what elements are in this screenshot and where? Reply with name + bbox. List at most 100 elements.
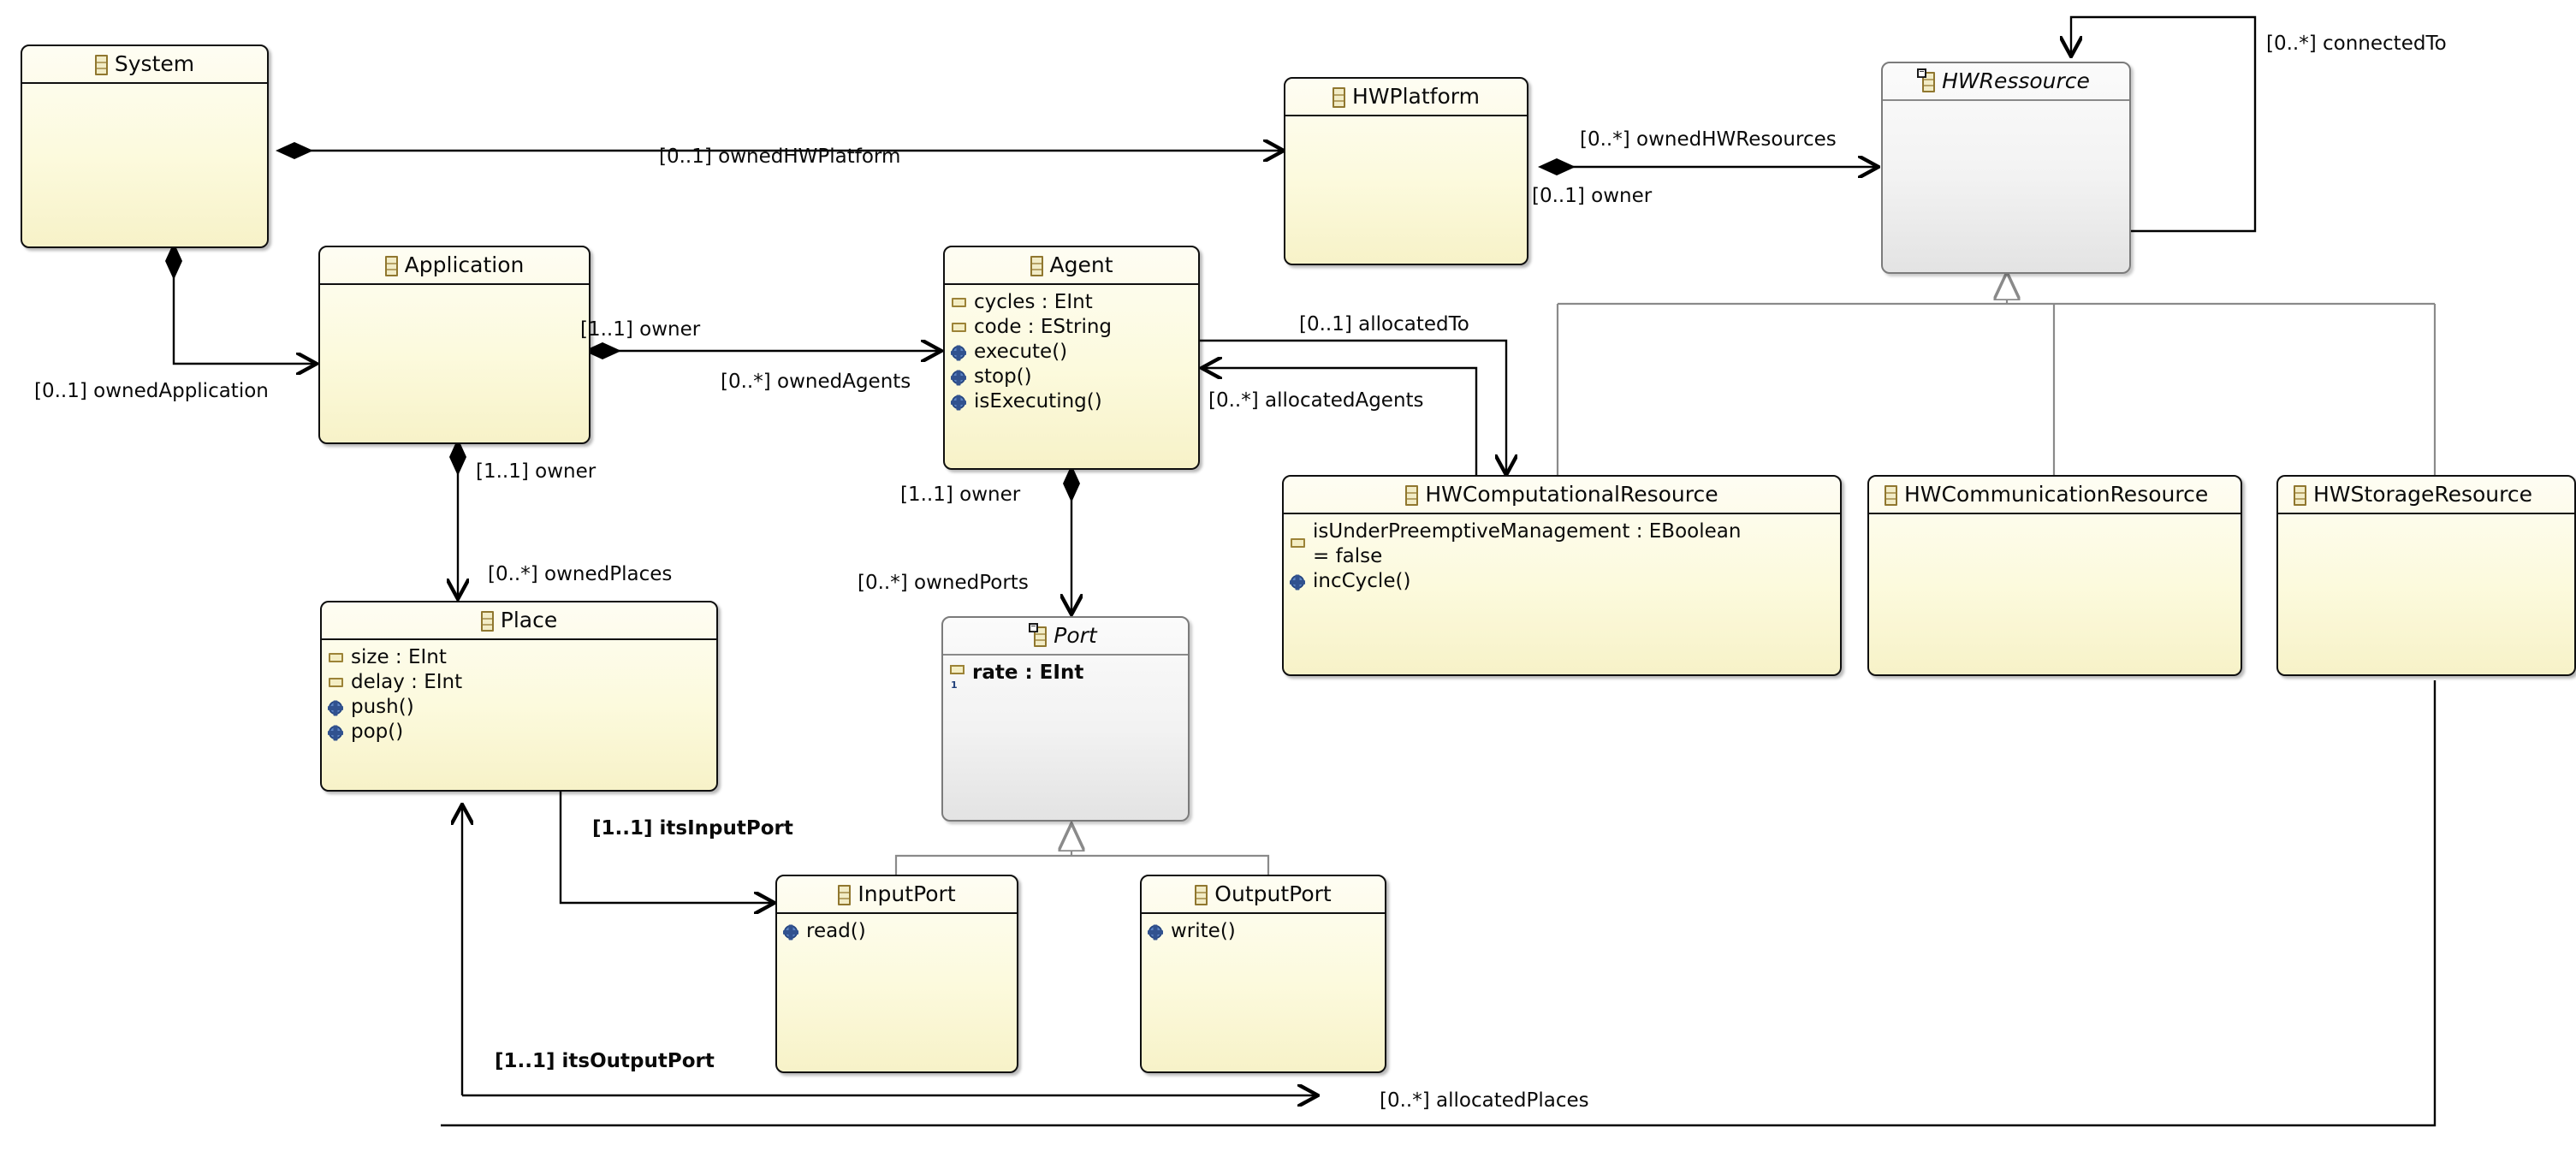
edge-label-owned-hw-platform: [0..1] ownedHWPlatform xyxy=(659,145,901,168)
edge-label-allocated-agents: [0..*] allocatedAgents xyxy=(1208,389,1424,412)
operation-icon xyxy=(1148,925,1163,939)
attribute-row: code : EString xyxy=(945,315,1198,340)
edge-gen-hwressource-subclasses xyxy=(1556,272,2437,475)
abstract-marker-icon xyxy=(1029,623,1039,632)
edge-label-its-input-port: [1..1] itsInputPort xyxy=(592,817,793,840)
class-icon xyxy=(384,256,398,276)
edge-label-owned-places: [0..*] ownedPlaces xyxy=(488,563,673,585)
class-icon xyxy=(1917,68,1936,92)
edge-owned-hw-resources xyxy=(1538,158,1879,175)
class-title-system: System xyxy=(22,46,267,84)
operation-row: execute() xyxy=(945,340,1198,365)
operation-icon xyxy=(1290,575,1305,589)
class-body-hwplatform xyxy=(1285,116,1527,122)
class-body-system xyxy=(22,84,267,89)
class-icon xyxy=(94,55,108,75)
class-box-application[interactable]: Application xyxy=(318,246,591,444)
class-body-hwstorageresource xyxy=(2278,514,2574,519)
class-box-hwstorageresource[interactable]: HWStorageResource xyxy=(2276,475,2576,676)
attribute-icon xyxy=(329,678,343,687)
edge-gen-port-subclasses xyxy=(894,823,1270,875)
class-body-port: 1 rate : EInt xyxy=(943,656,1188,691)
operation-icon xyxy=(951,346,966,359)
attribute-row: isUnderPreemptiveManagement : EBoolean =… xyxy=(1284,519,1840,569)
class-box-agent[interactable]: Agent cycles : EInt code : EString execu… xyxy=(943,246,1200,470)
edge-label-owned-hw-resources: [0..*] ownedHWResources xyxy=(1580,128,1837,151)
edge-label-connected-to: [0..*] connectedTo xyxy=(2266,33,2447,55)
operation-icon xyxy=(951,395,966,409)
class-icon xyxy=(838,885,852,905)
class-box-hwressource[interactable]: HWRessource xyxy=(1881,62,2131,274)
attribute-icon: 1 xyxy=(950,665,966,691)
edge-label-owner-app-agent: [1..1] owner xyxy=(580,318,701,341)
edge-label-owner-app-place: [1..1] owner xyxy=(476,460,597,483)
class-body-hwressource xyxy=(1883,101,2129,106)
operation-icon xyxy=(328,701,343,715)
operation-row: incCycle() xyxy=(1284,569,1840,594)
class-body-application xyxy=(320,285,589,290)
class-title-hwplatform: HWPlatform xyxy=(1285,79,1527,116)
class-body-inputport: read() xyxy=(777,914,1017,944)
edge-label-clip-allocated-to: [0..1] allocatedTo xyxy=(1299,313,1523,342)
class-icon xyxy=(1029,623,1048,647)
class-body-hwcommunicationresource xyxy=(1869,514,2241,519)
operation-row: push() xyxy=(322,695,716,720)
class-box-place[interactable]: Place size : EInt delay : EInt push() po… xyxy=(320,601,718,792)
class-body-hwcomputationalresource: isUnderPreemptiveManagement : EBoolean =… xyxy=(1284,514,1840,594)
edge-owned-agents xyxy=(584,342,941,359)
edge-label-owned-ports: [0..*] ownedPorts xyxy=(858,572,1029,594)
edge-its-input-port xyxy=(559,792,775,903)
attribute-row: size : EInt xyxy=(322,645,716,670)
class-box-hwcomputationalresource[interactable]: HWComputationalResource isUnderPreemptiv… xyxy=(1282,475,1842,676)
edge-allocated-agents xyxy=(1202,368,1478,475)
class-box-outputport[interactable]: OutputPort write() xyxy=(1140,875,1386,1073)
class-title-hwcomputationalresource: HWComputationalResource xyxy=(1284,477,1840,514)
operation-icon xyxy=(951,371,966,384)
class-body-outputport: write() xyxy=(1142,914,1385,944)
class-body-place: size : EInt delay : EInt push() pop() xyxy=(322,640,716,745)
class-title-agent: Agent xyxy=(945,247,1198,285)
class-icon xyxy=(1030,256,1043,276)
attribute-row: 1 rate : EInt xyxy=(950,662,1084,691)
class-box-system[interactable]: System xyxy=(21,45,269,248)
class-icon xyxy=(1405,485,1419,506)
edge-label-owned-agents: [0..*] ownedAgents xyxy=(721,371,911,393)
class-icon xyxy=(1195,885,1208,905)
attribute-icon xyxy=(329,653,343,662)
class-title-hwstorageresource: HWStorageResource xyxy=(2278,477,2574,514)
edge-owned-places xyxy=(449,438,466,599)
edge-owned-application xyxy=(165,242,317,364)
class-box-hwcommunicationresource[interactable]: HWCommunicationResource xyxy=(1867,475,2242,676)
operation-row: read() xyxy=(777,919,1017,944)
attribute-icon xyxy=(1291,538,1305,548)
class-icon xyxy=(1333,87,1346,108)
class-title-place: Place xyxy=(322,602,716,640)
operation-icon xyxy=(783,925,798,939)
attribute-row: cycles : EInt xyxy=(945,290,1198,315)
class-title-inputport: InputPort xyxy=(777,876,1017,914)
edge-label-owner-agent-port: [1..1] owner xyxy=(900,484,1021,506)
operation-row: pop() xyxy=(322,720,716,745)
operation-row: write() xyxy=(1142,919,1385,944)
attribute-icon xyxy=(952,298,966,307)
class-box-inputport[interactable]: InputPort read() xyxy=(775,875,1018,1073)
edge-label-allocated-to: [0..1] allocatedTo xyxy=(1299,313,1469,335)
edge-label-clip-allocated-agents: [0..*] allocatedAgents xyxy=(1208,389,1474,418)
class-icon xyxy=(1885,485,1897,506)
class-title-outputport: OutputPort xyxy=(1142,876,1385,914)
edge-owned-ports xyxy=(1063,465,1080,614)
class-title-port: Port xyxy=(943,618,1188,656)
edge-label-clip-allocated-places: [0..*] allocatedPlaces xyxy=(1380,1089,1635,1120)
class-icon xyxy=(2294,485,2306,506)
operation-row: stop() xyxy=(945,365,1198,389)
class-title-hwressource: HWRessource xyxy=(1883,63,2129,101)
edge-label-its-output-port: [1..1] itsOutputPort xyxy=(495,1050,715,1072)
class-box-port[interactable]: Port 1 rate : EInt xyxy=(941,616,1190,822)
class-title-application: Application xyxy=(320,247,589,285)
class-body-agent: cycles : EInt code : EString execute() s… xyxy=(945,285,1198,414)
operation-row: isExecuting() xyxy=(945,389,1198,414)
edge-label-owned-application: [0..1] ownedApplication xyxy=(34,380,269,402)
class-box-hwplatform[interactable]: HWPlatform xyxy=(1284,77,1528,265)
edge-label-clip-connected-to: [0..*] connectedTo xyxy=(2266,33,2576,62)
